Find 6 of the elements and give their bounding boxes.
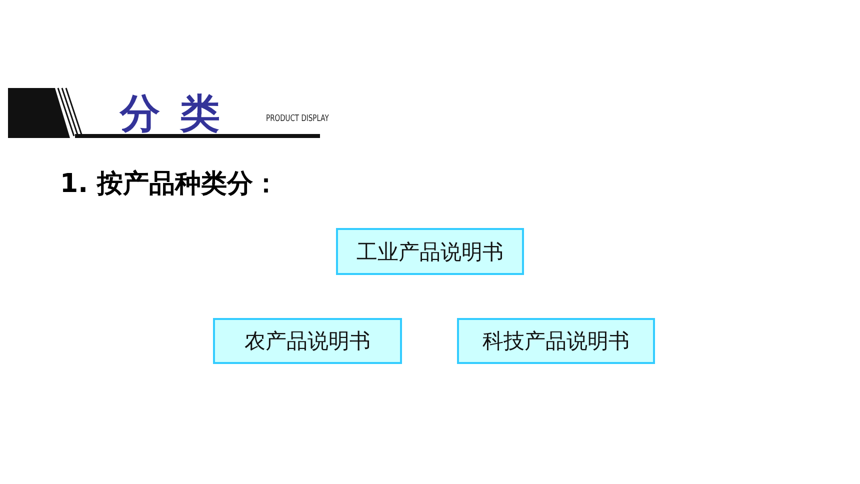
category-box: 农产品说明书 [213,318,402,364]
section-heading: 1. 按产品种类分： [60,168,280,201]
title: 分类 [120,92,240,136]
banner-subtitle: PRODUCT DISPLAY [266,114,329,124]
category-box: 科技产品说明书 [457,318,655,364]
category-box: 工业产品说明书 [336,228,524,275]
